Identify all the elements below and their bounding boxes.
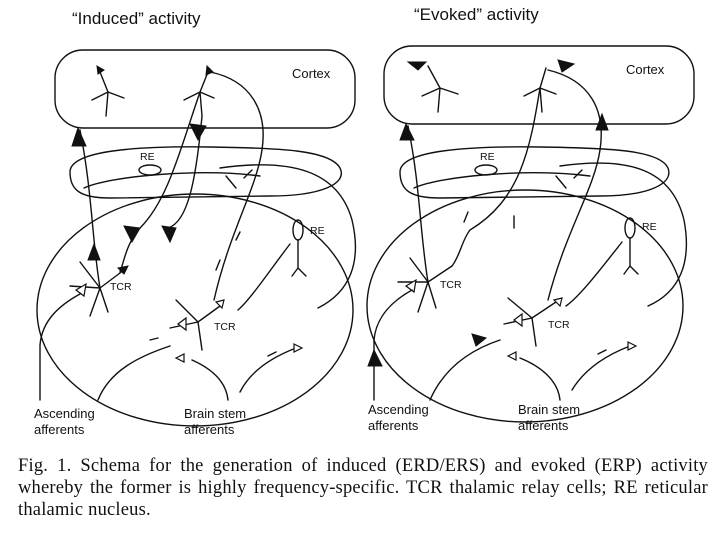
re-neuron bbox=[138, 164, 162, 176]
up-arrow bbox=[399, 122, 415, 141]
ascending-label: afferents bbox=[34, 422, 85, 437]
cortex-label: Cortex bbox=[626, 62, 665, 77]
re-axon bbox=[413, 169, 591, 189]
panel-evoked: “Evoked” activity Cortex RE RE TCR bbox=[366, 5, 695, 433]
re-projection bbox=[237, 243, 291, 311]
tcr-neuron-right bbox=[503, 297, 563, 347]
ct-axon bbox=[451, 87, 541, 267]
panel-title: “Induced” activity bbox=[72, 9, 201, 28]
cortex-label: Cortex bbox=[292, 66, 331, 81]
brainstem-pathway bbox=[191, 359, 229, 401]
up-arrow bbox=[595, 112, 609, 131]
tc-axon bbox=[79, 129, 101, 289]
axon-tick bbox=[463, 211, 515, 229]
brainstem-pathway bbox=[239, 347, 297, 393]
tc-axon bbox=[407, 125, 429, 283]
ascending-pathway bbox=[39, 293, 81, 401]
re-loop bbox=[559, 162, 688, 307]
re-band bbox=[69, 146, 343, 199]
re-side-label: RE bbox=[310, 225, 325, 237]
brainstem-label: afferents bbox=[518, 418, 569, 433]
synapse-icon bbox=[174, 353, 185, 363]
up-arrow bbox=[87, 242, 101, 261]
re-loop bbox=[219, 164, 357, 309]
cortex-region bbox=[54, 49, 356, 129]
tc-axon bbox=[547, 69, 602, 301]
re-side-label: RE bbox=[642, 221, 657, 233]
re-band bbox=[399, 146, 670, 199]
brainstem-pathway bbox=[571, 345, 631, 391]
synapse-icon bbox=[627, 341, 638, 351]
ascending-label: Ascending bbox=[368, 402, 429, 417]
tcr-label: TCR bbox=[214, 321, 236, 333]
brainstem-label: Brain stem bbox=[184, 406, 246, 421]
tcr-neuron-left bbox=[397, 257, 453, 313]
panel-induced: “Induced” activity Cortex RE RE bbox=[34, 9, 357, 437]
tcr-label: TCR bbox=[548, 319, 570, 331]
re-label: RE bbox=[140, 151, 155, 163]
panel-title: “Evoked” activity bbox=[414, 5, 539, 24]
down-arrow bbox=[161, 225, 177, 244]
re-dendrite bbox=[623, 237, 639, 275]
cortical-neuron bbox=[523, 59, 576, 113]
up-arrow bbox=[471, 333, 488, 347]
axon-tick bbox=[149, 337, 159, 341]
tcr-label: TCR bbox=[440, 279, 462, 291]
tc-axon bbox=[209, 71, 264, 301]
down-arrow bbox=[189, 123, 207, 142]
tcr-label: TCR bbox=[110, 281, 132, 293]
axon-tick bbox=[597, 349, 607, 355]
re-axon bbox=[83, 169, 261, 189]
thalamus-region bbox=[36, 193, 354, 427]
synapse-icon bbox=[506, 351, 517, 361]
cortical-neuron bbox=[183, 64, 215, 117]
cortex-region bbox=[383, 45, 695, 125]
re-dendrite bbox=[291, 239, 307, 277]
up-arrow bbox=[71, 126, 87, 147]
thalamus-region bbox=[366, 189, 684, 423]
brainstem-pathway bbox=[429, 339, 501, 401]
axon-tick bbox=[267, 351, 277, 357]
figure-caption: Fig. 1. Schema for the generation of ind… bbox=[18, 456, 708, 520]
up-arrow bbox=[367, 348, 383, 367]
re-neuron-side bbox=[292, 219, 304, 241]
re-label: RE bbox=[480, 151, 495, 163]
ascending-label: afferents bbox=[368, 418, 419, 433]
cortical-neuron bbox=[91, 65, 125, 117]
figure-diagram: “Induced” activity Cortex RE RE bbox=[34, 5, 695, 437]
synapse-icon bbox=[293, 343, 304, 353]
re-neuron-side bbox=[624, 217, 636, 239]
down-arrow bbox=[123, 225, 141, 244]
ct-axon bbox=[167, 115, 203, 229]
brainstem-label: Brain stem bbox=[518, 402, 580, 417]
cortical-neuron bbox=[406, 61, 459, 113]
tcr-neuron-left bbox=[69, 261, 129, 317]
re-projection bbox=[565, 241, 623, 307]
brainstem-pathway bbox=[97, 345, 171, 401]
brainstem-label: afferents bbox=[184, 422, 235, 437]
tcr-neuron-right bbox=[169, 299, 225, 351]
axon-tick bbox=[215, 231, 241, 271]
ascending-label: Ascending bbox=[34, 406, 95, 421]
ascending-pathway bbox=[373, 289, 413, 401]
brainstem-pathway bbox=[519, 357, 561, 401]
ct-axon bbox=[119, 91, 201, 273]
